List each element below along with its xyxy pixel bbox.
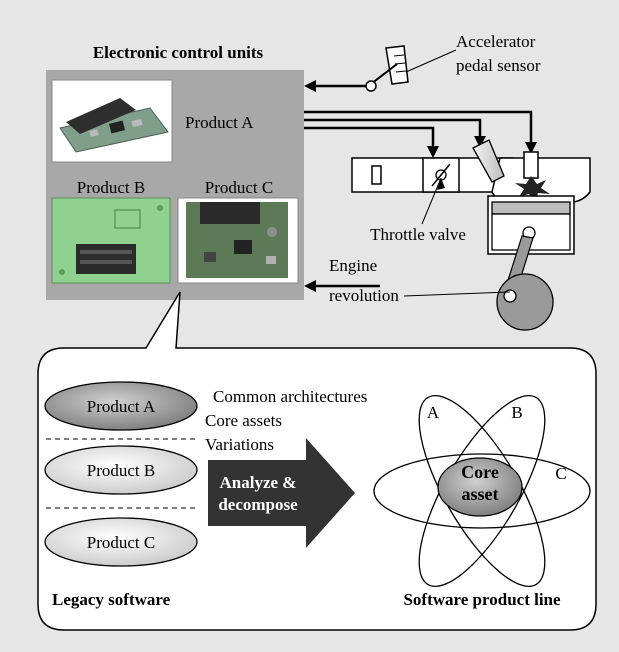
arrow-label-line1: Analyze & — [220, 473, 297, 492]
accelerator-label-line1: Accelerator — [456, 32, 536, 51]
legacy-software-caption: Legacy software — [52, 590, 171, 609]
arrow-heads — [304, 80, 537, 292]
venn-label-c: C — [555, 464, 566, 483]
product-c-board-image — [177, 197, 299, 284]
ecu-title: Electronic control units — [93, 43, 264, 62]
software-product-line-caption: Software product line — [403, 590, 561, 609]
product-a-board-image — [51, 79, 173, 163]
engine-label-line1: Engine — [329, 256, 377, 275]
legacy-product-b-label: Product B — [87, 461, 155, 480]
core-asset-label-line1: Core — [461, 462, 499, 482]
product-b-board-image — [51, 197, 171, 284]
core-asset-label-line2: asset — [462, 484, 499, 504]
accelerator-pedal-sensor-icon — [365, 45, 409, 92]
core-asset-ellipse — [437, 457, 523, 517]
throttle-leader-arrowhead — [437, 178, 445, 190]
venn-label-b: B — [511, 403, 522, 422]
product-a-label: Product A — [185, 113, 254, 132]
process-line-common-architectures: Common architectures — [213, 387, 367, 406]
product-c-label: Product C — [205, 178, 273, 197]
signal-lines — [304, 84, 533, 288]
process-line-variations: Variations — [205, 435, 274, 454]
accelerator-leader-line — [405, 49, 457, 73]
throttle-leader-line — [421, 177, 442, 225]
engine-illustration — [351, 139, 591, 331]
legacy-product-c-label: Product C — [87, 533, 155, 552]
process-line-core-assets: Core assets — [205, 411, 282, 430]
engine-leader-line — [403, 291, 511, 297]
legacy-product-c-ellipse — [44, 517, 198, 567]
arrow-label-line2: decompose — [218, 495, 298, 514]
engine-label-line2: revolution — [329, 286, 399, 305]
product-b-label: Product B — [77, 178, 145, 197]
legacy-product-a-ellipse — [44, 381, 198, 431]
legacy-product-a-label: Product A — [87, 397, 156, 416]
legacy-product-b-ellipse — [44, 445, 198, 495]
accelerator-label-line2: pedal sensor — [456, 56, 541, 75]
venn-label-a: A — [427, 403, 440, 422]
throttle-valve-label: Throttle valve — [370, 225, 466, 244]
analyze-decompose-arrow — [208, 438, 355, 548]
